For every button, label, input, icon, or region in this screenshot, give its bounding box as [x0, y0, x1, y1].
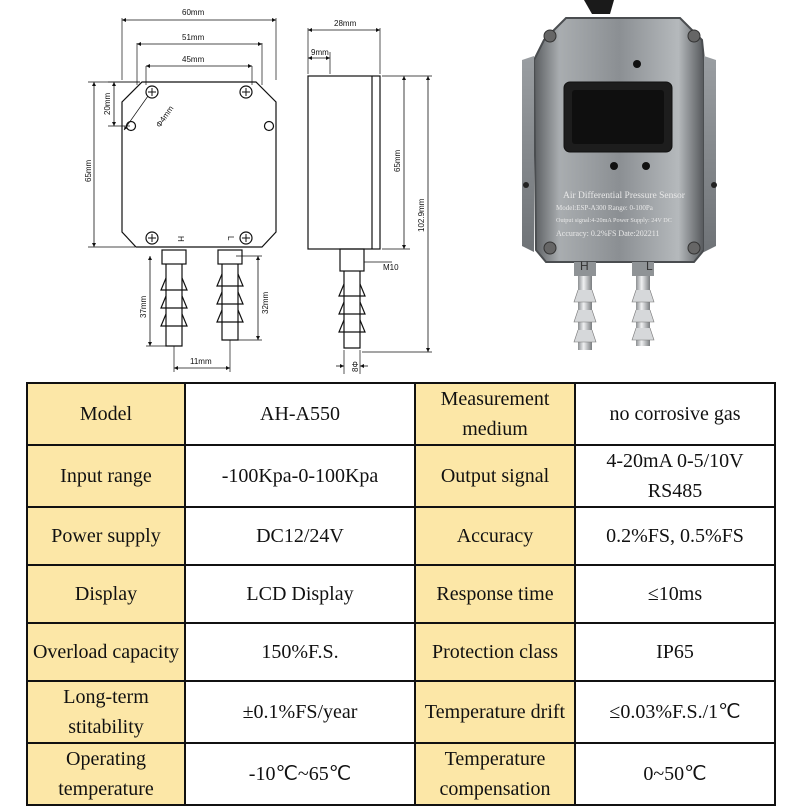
- spec-value: ≤0.03%F.S./1℃: [574, 680, 776, 744]
- spec-label: Display: [26, 564, 186, 624]
- spec-value: DC12/24V: [184, 506, 416, 566]
- dim-nozzle-left: 37mm: [139, 295, 148, 318]
- dim-width-inner: 45mm: [182, 55, 205, 64]
- spec-value: -10℃~65℃: [184, 742, 416, 806]
- spec-value: 4-20mA 0-5/10V RS485: [574, 444, 776, 508]
- product-figure: 60mm 51mm 45mm 20mm Φ4mm 65mm H L 37mm 3…: [0, 0, 800, 378]
- spec-value: 0.2%FS, 0.5%FS: [574, 506, 776, 566]
- spec-value: ≤10ms: [574, 564, 776, 624]
- side-view: [307, 28, 432, 374]
- spec-value: 0~50℃: [574, 742, 776, 806]
- spec-label: Temperature compensation: [414, 742, 576, 806]
- dim-width-holes: 51mm: [182, 33, 205, 42]
- port-l-label: L: [226, 236, 235, 241]
- photo-line3: Accuracy: 0.2%FS Date:202211: [556, 229, 659, 238]
- spec-value: 150%F.S.: [184, 622, 416, 682]
- dim-width-overall: 60mm: [182, 8, 205, 17]
- dim-thread: M10: [383, 263, 399, 272]
- spec-label: Overload capacity: [26, 622, 186, 682]
- dim-nozzle-spacing: 11mm: [190, 357, 212, 366]
- dim-height: 65mm: [84, 159, 93, 182]
- dim-depth: 28mm: [334, 19, 357, 28]
- photo-line2: Output signal:4-20mA Power Supply: 24V D…: [556, 217, 672, 224]
- spec-label: Power supply: [26, 506, 186, 566]
- spec-label: Accuracy: [414, 506, 576, 566]
- dim-side-height: 65mm: [393, 149, 402, 172]
- spec-label: Long-term stitability: [26, 680, 186, 744]
- spec-value: no corrosive gas: [574, 382, 776, 446]
- spec-value: LCD Display: [184, 564, 416, 624]
- spec-label: Operating temperature: [26, 742, 186, 806]
- dim-nozzle-right: 32mm: [261, 291, 270, 314]
- photo-line1: Model:ESP-A300 Range: 0-100Pa: [556, 204, 654, 212]
- front-view: [88, 18, 277, 372]
- spec-label: Protection class: [414, 622, 576, 682]
- photo-port-h: H: [580, 259, 589, 273]
- spec-value: AH-A550: [184, 382, 416, 446]
- photo-title: Air Differential Pressure Sensor: [563, 190, 686, 201]
- spec-label: Measurement medium: [414, 382, 576, 446]
- spec-value: -100Kpa-0-100Kpa: [184, 444, 416, 508]
- spec-label: Model: [26, 382, 186, 446]
- spec-label: Input range: [26, 444, 186, 508]
- spec-label: Response time: [414, 564, 576, 624]
- dim-nozzle-dia: 8Φ: [351, 361, 360, 372]
- spec-label: Temperature drift: [414, 680, 576, 744]
- port-h-label: H: [176, 236, 185, 242]
- dim-total-height: 102.9mm: [417, 198, 426, 232]
- spec-value: ±0.1%FS/year: [184, 680, 416, 744]
- dim-flange: 9mm: [311, 48, 329, 57]
- spec-value: IP65: [574, 622, 776, 682]
- dim-hole-offset: 20mm: [103, 92, 112, 115]
- sensor-photo: Air Differential Pressure Sensor Model:E…: [506, 0, 800, 378]
- spec-label: Output signal: [414, 444, 576, 508]
- dimension-drawing: 60mm 51mm 45mm 20mm Φ4mm 65mm H L 37mm 3…: [84, 0, 800, 378]
- photo-port-l: L: [646, 259, 653, 273]
